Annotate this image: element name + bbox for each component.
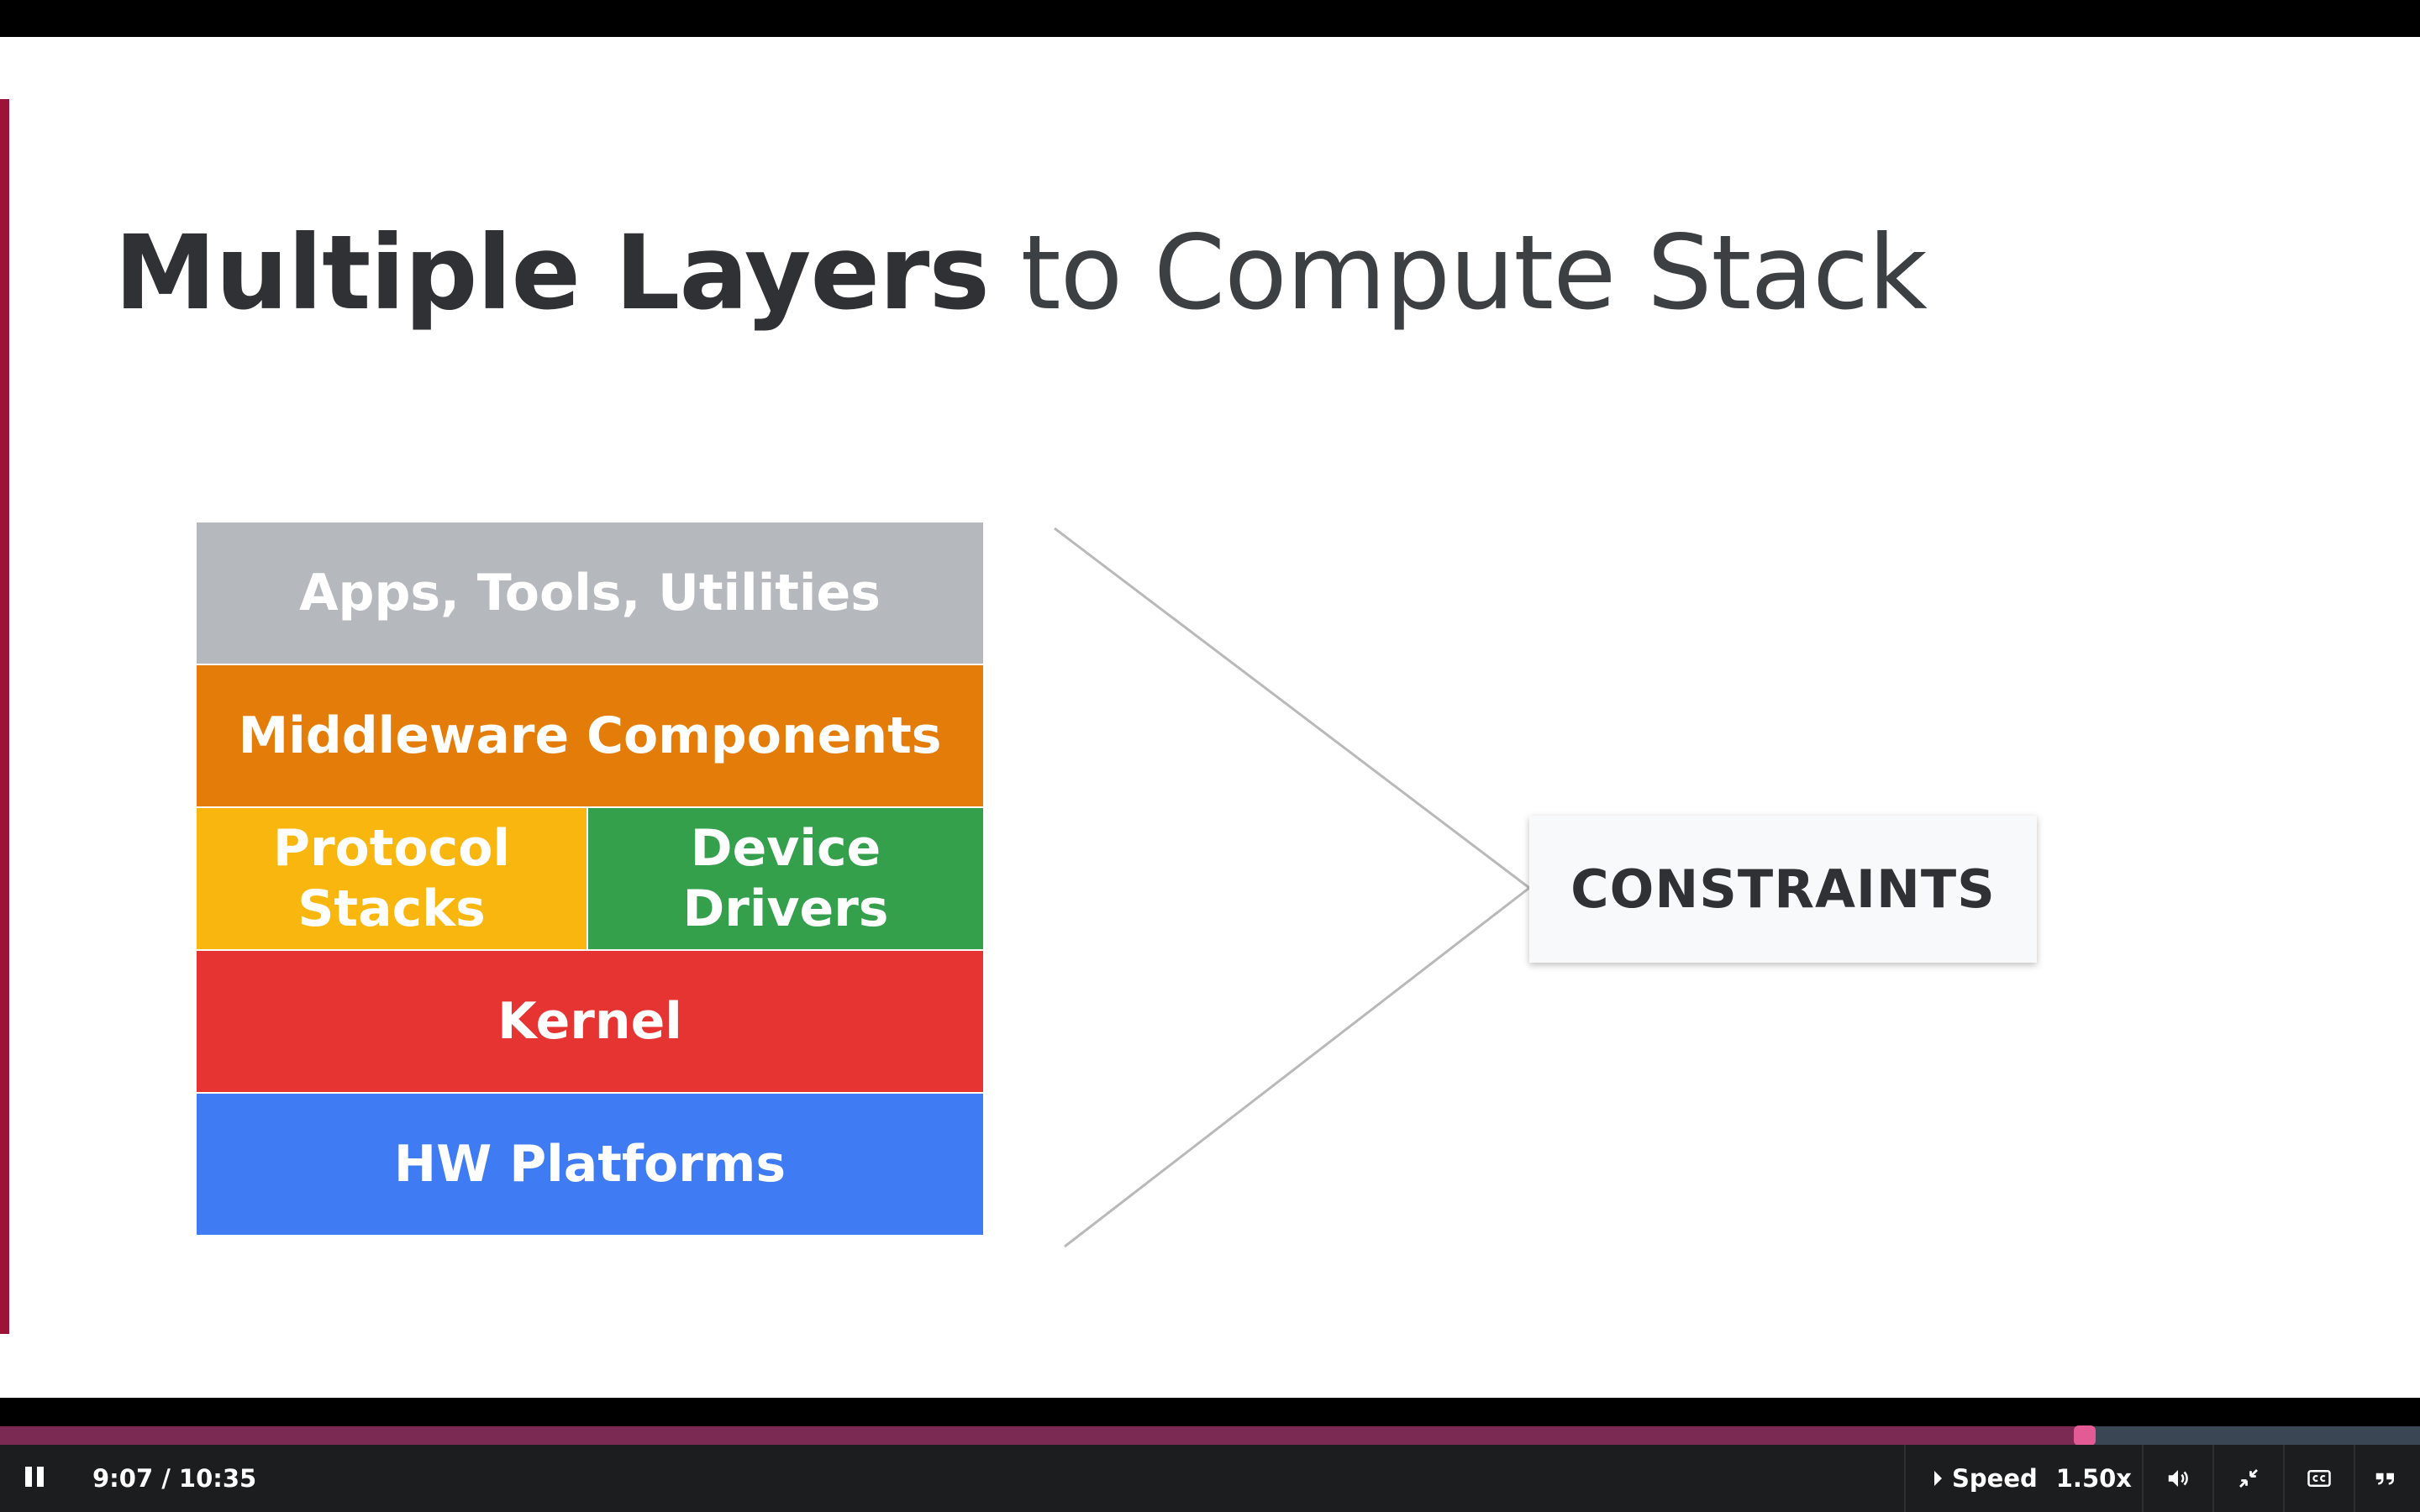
layer-label: Protocol Stacks: [272, 819, 511, 938]
slide: Multiple Layers to Compute Stack Apps, T…: [0, 37, 2420, 1398]
time-display: 9:07 / 10:35: [92, 1464, 257, 1493]
layer-label: Middleware Components: [238, 706, 942, 765]
pause-button[interactable]: [8, 1445, 60, 1512]
slide-title: Multiple Layers to Compute Stack: [114, 210, 1928, 336]
top-letterbox: [0, 0, 2420, 37]
layer-device-drivers: Device Drivers: [588, 808, 983, 949]
transcript-quote-icon: [2375, 1473, 2394, 1485]
playback-speed-button[interactable]: Speed 1.50x: [1906, 1445, 2141, 1512]
exit-fullscreen-icon: [2239, 1469, 2258, 1488]
transcript-button[interactable]: [2351, 1445, 2420, 1512]
closed-captions-icon: [2307, 1470, 2331, 1487]
layer-label: Device Drivers: [682, 819, 889, 938]
layer-protocol-stacks: Protocol Stacks: [197, 808, 587, 949]
control-bar: 9:07 / 10:35 Speed 1.50x: [0, 1445, 2420, 1512]
connector-line-top: [1054, 527, 1530, 890]
caret-right-icon: [1934, 1471, 1942, 1486]
volume-icon: [2168, 1470, 2188, 1487]
constraints-label: CONSTRAINTS: [1570, 858, 1996, 920]
layer-hw-platforms: HW Platforms: [197, 1094, 983, 1235]
video-player-controls: 9:07 / 10:35 Speed 1.50x: [0, 1398, 2420, 1512]
layer-apps-tools-utilities: Apps, Tools, Utilities: [197, 522, 983, 664]
speed-value: 1.50x: [2055, 1464, 2133, 1493]
exit-fullscreen-button[interactable]: [2214, 1445, 2283, 1512]
closed-captions-button[interactable]: [2285, 1445, 2354, 1512]
layer-label: Apps, Tools, Utilities: [299, 564, 881, 622]
divider: [2283, 1445, 2285, 1512]
volume-button[interactable]: [2144, 1445, 2212, 1512]
title-bold-part: Multiple Layers: [114, 213, 990, 333]
divider: [2354, 1445, 2355, 1512]
progress-bar[interactable]: [0, 1425, 2420, 1446]
layer-label: Kernel: [497, 992, 682, 1051]
progress-scrubber-handle[interactable]: [2073, 1425, 2096, 1446]
title-rest-part: to Compute Stack: [988, 213, 1928, 333]
slide-accent-bar: [0, 99, 9, 1334]
layer-kernel: Kernel: [197, 951, 983, 1092]
layer-middleware-components: Middleware Components: [197, 665, 983, 806]
divider: [2142, 1445, 2144, 1512]
divider: [1904, 1445, 1906, 1512]
layer-label: HW Platforms: [393, 1135, 786, 1194]
speed-label: Speed: [1952, 1464, 2038, 1493]
progress-bar-played: [0, 1426, 2085, 1445]
constraints-box: CONSTRAINTS: [1529, 816, 2037, 963]
connector-line-bottom: [1064, 886, 1530, 1248]
constraints-connector-lines: [1054, 527, 1530, 1248]
pause-icon: [23, 1467, 46, 1490]
divider: [2212, 1445, 2214, 1512]
